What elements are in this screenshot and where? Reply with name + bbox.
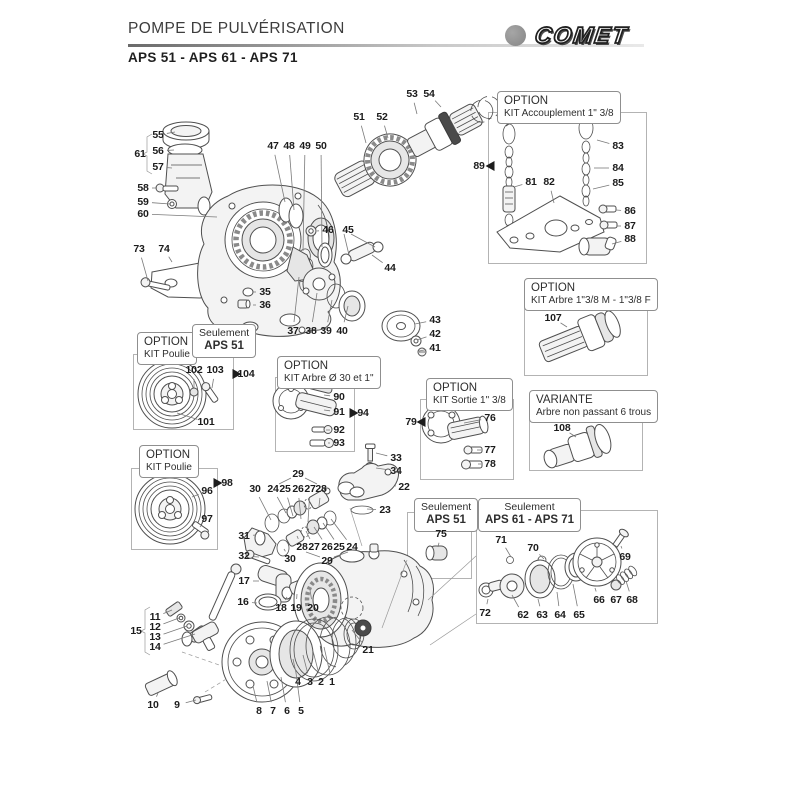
drain-tap-assembly [144,563,242,705]
model-subtitle: APS 51 - APS 61 - APS 71 [128,50,298,65]
kit-poulie-2-parts [134,473,210,545]
header-divider [128,44,644,47]
kit-poulie-1-parts [137,359,219,429]
leader-lines [141,100,630,704]
aps51-part-75 [425,545,448,561]
page-title: POMPE DE PULVÉRISATION [128,20,345,37]
valve-assemblies [243,487,337,565]
variante-part [543,423,612,469]
kit-sortie-parts [421,404,489,470]
comet-logo: COMET [505,21,631,49]
kit-arbre-30-parts [272,381,337,448]
gearbox-body [197,184,341,337]
connecting-rod-parts [237,225,427,357]
manifold-assembly [337,443,399,515]
aps61-71-parts [478,528,638,599]
construction-lines [140,133,477,693]
kit-accouplement-parts [496,114,618,256]
kit-arbre-138-part [538,310,621,363]
comet-logo-dot-icon [505,25,526,46]
crankshaft [334,96,501,198]
